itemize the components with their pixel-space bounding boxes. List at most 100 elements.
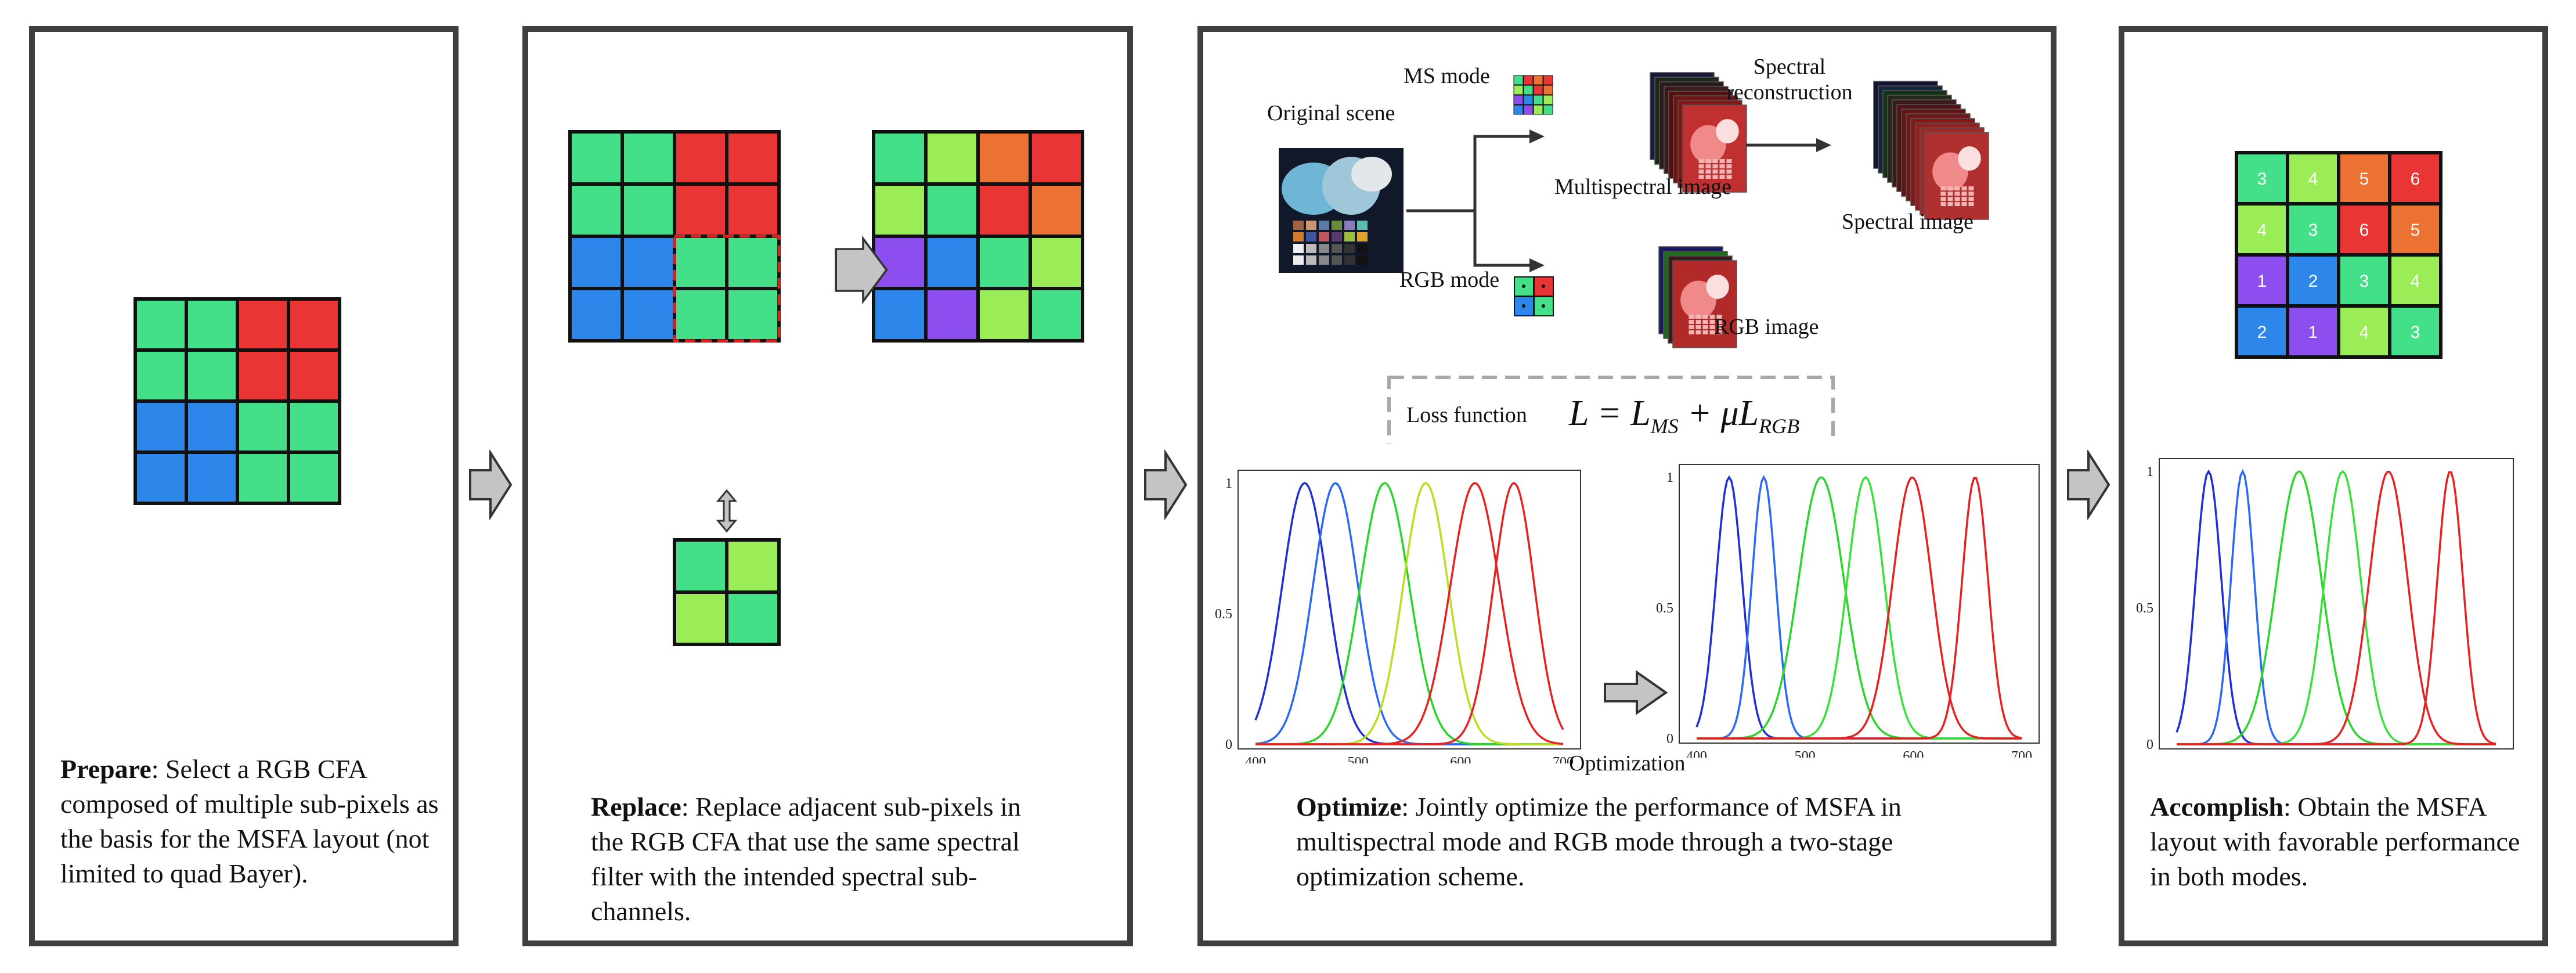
y-tick-label: 1 bbox=[1225, 476, 1232, 491]
cfa-cell bbox=[290, 403, 338, 451]
cell-label: 4 bbox=[2257, 221, 2267, 240]
cfa-cell bbox=[624, 134, 673, 182]
x-tick-label: 500 bbox=[1348, 755, 1369, 763]
msfa-cell bbox=[2238, 308, 2286, 355]
cell-label: 3 bbox=[2359, 272, 2369, 291]
series-line bbox=[1255, 481, 1564, 745]
y-tick-label: 0.5 bbox=[2136, 601, 2153, 616]
msfa-cell bbox=[928, 290, 976, 339]
y-tick-label: 1 bbox=[2146, 464, 2153, 480]
y-tick-label: 0 bbox=[1225, 737, 1232, 752]
spectral-image-label: Spectral image bbox=[1842, 210, 1974, 234]
loss-equation: L = LMS + μLRGB bbox=[1568, 394, 1799, 438]
cfa-cell bbox=[239, 403, 287, 451]
panel-prepare: Prepare: Select a RGB CFA composed of mu… bbox=[29, 26, 459, 946]
rgb-cfa-grid bbox=[134, 297, 341, 505]
plot-frame bbox=[2159, 458, 2514, 749]
loss-function-label: Loss function bbox=[1406, 403, 1527, 427]
msfa-cell bbox=[1032, 238, 1081, 287]
msfa-cell bbox=[2289, 154, 2337, 202]
x-tick-label: 600 bbox=[1450, 755, 1471, 763]
x-tick-label: 700 bbox=[1553, 755, 1574, 763]
double-arrow-icon bbox=[716, 489, 738, 533]
cfa-cell bbox=[137, 352, 185, 399]
ms-mode-label: MS mode bbox=[1404, 64, 1490, 88]
cell-label: 3 bbox=[2257, 170, 2267, 189]
msfa-cell bbox=[875, 238, 924, 287]
msfa-cell bbox=[875, 134, 924, 182]
x-tick-label: 500 bbox=[1795, 749, 1816, 758]
replace-caption: Replace: Replace adjacent sub-pixels in … bbox=[591, 792, 1021, 926]
cfa-cell bbox=[188, 403, 236, 451]
cfa-cell bbox=[728, 238, 777, 287]
cell-label: 2 bbox=[2257, 323, 2267, 342]
cfa-cell bbox=[728, 290, 777, 339]
msfa-cell bbox=[928, 238, 976, 287]
msfa-cell bbox=[980, 186, 1029, 235]
y-tick-label: 0 bbox=[1666, 731, 1673, 747]
cell-label: 6 bbox=[2411, 170, 2420, 189]
multispectral-image-stack bbox=[1650, 72, 1747, 193]
msfa-cell bbox=[2289, 257, 2337, 304]
cfa-cell bbox=[676, 134, 725, 182]
cfa-cell bbox=[137, 454, 185, 502]
cfa-cell bbox=[728, 134, 777, 182]
y-tick-label: 0.5 bbox=[1215, 607, 1232, 622]
cfa-cell bbox=[188, 352, 236, 399]
msfa-cell bbox=[2238, 257, 2286, 304]
msfa-cell bbox=[875, 290, 924, 339]
spectral-response-chart-initial: 400 500 600 700 0 0.5 1 bbox=[1215, 470, 1581, 763]
subchannel-cell bbox=[728, 594, 777, 643]
original-scene-image bbox=[1279, 148, 1404, 273]
cfa-cell bbox=[676, 238, 725, 287]
subchannel-cell bbox=[676, 594, 725, 643]
cell-label: 1 bbox=[2257, 272, 2267, 291]
cell-label: 3 bbox=[2308, 221, 2318, 240]
spectral-image-stack bbox=[1873, 81, 1989, 220]
x-tick-label: 400 bbox=[1245, 755, 1266, 763]
rgb-mode-label: RGB mode bbox=[1399, 268, 1500, 292]
original-scene-label: Original scene bbox=[1267, 101, 1395, 125]
optimization-label: Optimization bbox=[1569, 751, 1686, 776]
plot-frame bbox=[1679, 464, 2040, 744]
y-tick-label: 0 bbox=[2146, 737, 2153, 752]
cfa-cell bbox=[137, 403, 185, 451]
cfa-cell bbox=[624, 238, 673, 287]
msfa-cell bbox=[928, 186, 976, 235]
accomplish-caption: Accomplish: Obtain the MSFA layout with … bbox=[2150, 792, 2520, 891]
cell-label: 4 bbox=[2308, 170, 2318, 189]
cell-label: 6 bbox=[2359, 221, 2369, 240]
panel-optimize: Loss function L = LMS + μLRGB Original s… bbox=[1197, 26, 2057, 946]
x-tick-label: 400 bbox=[1686, 749, 1707, 758]
cfa-cell bbox=[572, 134, 620, 182]
msfa-cell bbox=[2391, 308, 2439, 355]
multispectral-image-label: Multispectral image bbox=[1554, 175, 1731, 199]
msfa-cell bbox=[875, 186, 924, 235]
cfa-cell bbox=[676, 290, 725, 339]
y-tick-label: 1 bbox=[1666, 470, 1673, 485]
replaced-region-outline bbox=[673, 235, 781, 343]
arrow-right-icon bbox=[1144, 450, 1188, 520]
rgb-mode-filter-icon bbox=[1514, 276, 1554, 316]
cfa-cell bbox=[572, 238, 620, 287]
msfa-cell bbox=[2340, 257, 2388, 304]
plot-frame bbox=[1238, 470, 1581, 749]
cfa-cell bbox=[290, 301, 338, 348]
replace-diagram bbox=[568, 130, 1084, 646]
cfa-cell bbox=[188, 301, 236, 348]
cell-label: 4 bbox=[2359, 323, 2369, 342]
rgb-image-stack bbox=[1658, 246, 1737, 348]
arrow-right-icon bbox=[1604, 670, 1668, 715]
cfa-cell bbox=[572, 290, 620, 339]
x-tick-label: 600 bbox=[1903, 749, 1924, 758]
arrow-right-icon bbox=[2067, 450, 2110, 520]
prepare-caption: Prepare: Select a RGB CFA composed of mu… bbox=[60, 754, 439, 888]
cfa-cell bbox=[137, 301, 185, 348]
msfa-cell bbox=[1032, 186, 1081, 235]
msfa-cell bbox=[2238, 154, 2286, 202]
optimize-flow-diagram: Loss function L = LMS + μLRGB bbox=[1279, 72, 1989, 444]
panel-replace: Replace: Replace adjacent sub-pixels in … bbox=[522, 26, 1133, 946]
